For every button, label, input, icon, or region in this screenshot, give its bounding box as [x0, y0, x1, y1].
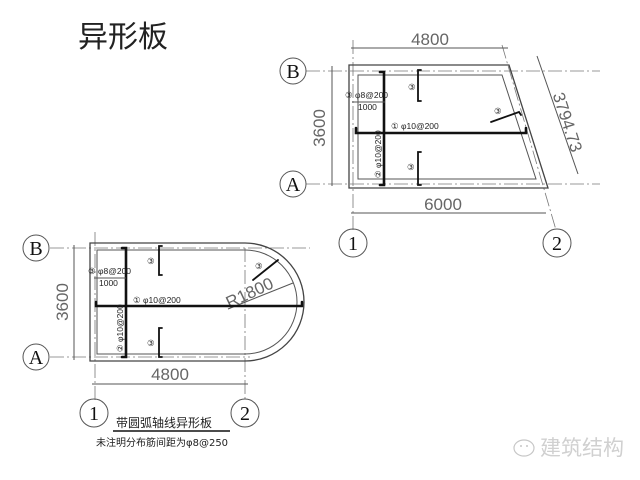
rebar-3-arc [252, 259, 279, 281]
rebar-3-label: ③ φ8@200 [345, 90, 388, 100]
axis-label-1: 1 [348, 233, 358, 255]
axis-bubble-2 [542, 228, 572, 258]
axis-label-2: 2 [240, 403, 250, 425]
rebar-1-label: ① φ10@200 [133, 295, 181, 305]
watermark: 建筑结构 [513, 436, 624, 460]
axis-line-2 [501, 44, 557, 231]
rebar-3-mark: ③ [147, 256, 155, 266]
axis-label-b: B [286, 61, 299, 83]
watermark-text: 建筑结构 [540, 436, 624, 460]
axis-label-a: A [29, 347, 44, 369]
bottom-slab-plan: B A 1 2 3600 4800 R1800 ① φ10@200 ② φ10@… [22, 232, 310, 449]
rebar-1 [94, 300, 304, 308]
dim-bottom: 6000 [424, 195, 462, 214]
axis-label-a: A [286, 174, 301, 196]
slab-outline [348, 64, 549, 189]
rebar-2 [120, 246, 128, 359]
axis-bubble-1 [338, 228, 368, 258]
rebar-3-lower [417, 151, 422, 186]
slab-inner-line [357, 74, 537, 180]
dim-line-slanted [536, 55, 579, 175]
dim-left: 3600 [310, 109, 329, 147]
axis-label-b: B [29, 238, 42, 260]
rebar-3-mark: ③ [147, 338, 155, 348]
rebar-3-upper [417, 69, 422, 102]
rebar-3-mark: ③ [255, 261, 263, 271]
dim-slanted: 3794.73 [549, 90, 586, 154]
rebar-2-label: ② φ10@200 [115, 304, 125, 352]
dim-top: 4800 [411, 30, 449, 49]
rebar-3-mark: ③ [408, 82, 416, 92]
axis-bubble-b [279, 57, 307, 85]
rebar-3-mark: ③ [494, 106, 502, 116]
wechat-icon [513, 439, 535, 457]
rebar-3-lower [158, 327, 163, 358]
axis-bubble-b [22, 234, 50, 262]
rebar-3-upper [158, 245, 163, 276]
rebar-3-length: 1000 [358, 102, 377, 112]
drawing-note: 未注明分布筋间距为φ8@250 [96, 436, 228, 449]
axis-label-1: 1 [89, 403, 99, 425]
top-slab-plan: B A 1 2 4800 3600 6000 3794.73 ① φ10@200… [279, 30, 600, 258]
slab-outline [89, 242, 305, 362]
dim-bottom: 4800 [151, 365, 189, 384]
axis-bubble-1 [79, 398, 109, 428]
axis-bubble-a [279, 170, 307, 198]
radius-line [227, 282, 294, 310]
axis-label-2: 2 [552, 233, 562, 255]
axis-bubble-a [22, 343, 50, 371]
rebar-3-corner [490, 110, 522, 123]
page-title: 异形板 [78, 20, 168, 55]
rebar-1-label: ① φ10@200 [391, 121, 439, 131]
axis-bubble-2 [230, 398, 260, 428]
drawing-caption: 带圆弧轴线异形板 [116, 415, 212, 430]
rebar-3-label: ③ φ8@200 [88, 266, 131, 276]
rebar-1 [354, 126, 528, 135]
rebar-3-length: 1000 [99, 278, 118, 288]
rebar-2 [378, 70, 386, 187]
rebar-2-label: ② φ10@200 [373, 130, 383, 178]
dim-left: 3600 [53, 283, 72, 321]
rebar-3-mark: ③ [407, 162, 415, 172]
